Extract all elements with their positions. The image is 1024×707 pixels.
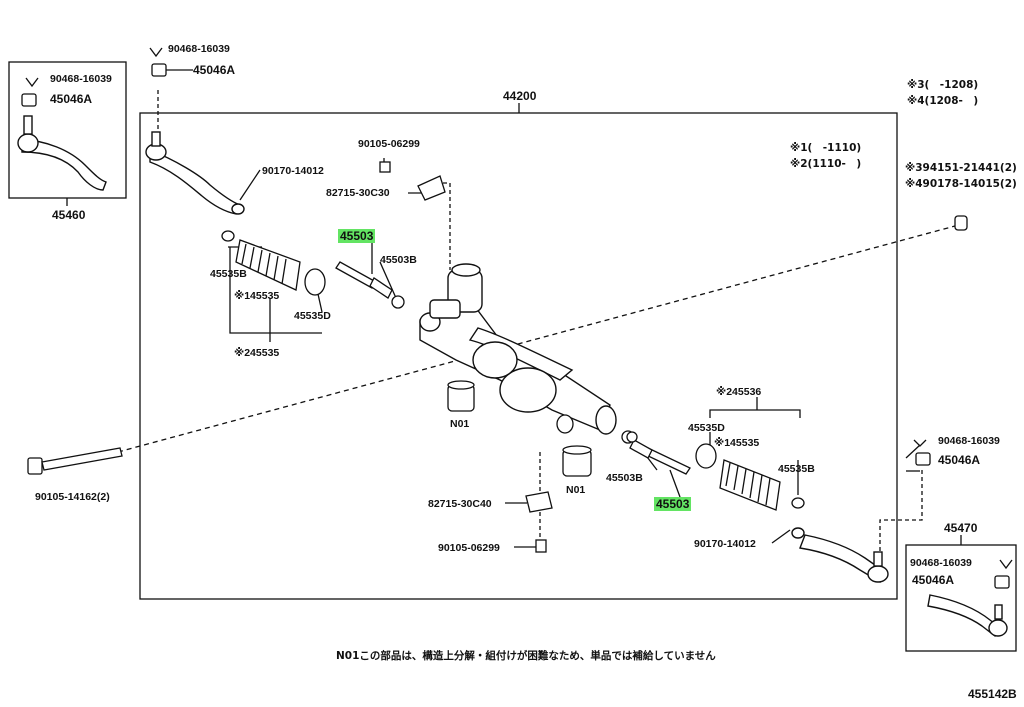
label-45535b-right: 45535B [778, 463, 815, 475]
label-90105-bottom: 90105-06299 [438, 542, 500, 554]
diagram-id: 455142B [968, 687, 1017, 701]
label-45535d-right: 45535D [688, 422, 725, 434]
label-245535-left: ※245535 [234, 347, 280, 359]
label-inset-left-bolt: 90468-16039 [50, 73, 112, 85]
label-inset-left-title: 45460 [52, 208, 86, 222]
label-45535d-left: 45535D [294, 310, 331, 322]
boot-right [695, 443, 805, 511]
bushing-left [447, 380, 475, 412]
legend-r4: ※4(1208- ) [907, 95, 979, 107]
label-245536-right: ※245536 [716, 386, 762, 398]
inner-tie-rod-left [335, 261, 405, 309]
label-90105-long: 90105-14162(2) [35, 491, 110, 503]
nut-top [151, 63, 167, 77]
label-45503b-right: 45503B [606, 472, 643, 484]
label-82715-top: 82715-30C30 [326, 187, 390, 199]
legend-r1: ※1( -1110) [790, 142, 862, 154]
tie-rod-end-inset-right [927, 594, 1008, 638]
label-45535b-left: 45535B [210, 268, 247, 280]
label-45503b-left: 45503B [380, 254, 417, 266]
label-inset-right-title: 45470 [944, 521, 978, 535]
nut-inset-left [21, 93, 37, 107]
label-45503-right: 45503 [654, 497, 692, 511]
long-bolt [27, 447, 123, 475]
legend-r6: ※490178-14015(2) [905, 178, 1017, 190]
label-n01-right: N01 [566, 484, 586, 496]
label-top-nut: 45046A [193, 63, 236, 77]
label-inset-right-bolt: 90468-16039 [910, 557, 972, 569]
label-145535-right: ※145535 [714, 437, 760, 449]
tie-rod-end-right [791, 527, 889, 583]
bushing-right [562, 445, 592, 477]
label-n01-left: N01 [450, 418, 470, 430]
boot-left [221, 230, 326, 296]
label-45503-left: 45503 [338, 229, 376, 243]
label-82715-bottom: 82715-30C40 [428, 498, 492, 510]
label-right-nut: 45046A [938, 453, 981, 467]
bracket-top [417, 175, 446, 201]
label-inset-right-nut: 45046A [912, 573, 955, 587]
label-90170-left: 90170-14012 [262, 165, 324, 177]
label-right-bolt: 90468-16039 [938, 435, 1000, 447]
nut-right [915, 452, 931, 466]
bolt-top [379, 161, 391, 173]
label-145535-left: ※145535 [234, 290, 280, 302]
legend-r3: ※3( -1208) [907, 79, 979, 91]
nut-inset-right [994, 575, 1010, 589]
label-90170-right: 90170-14012 [694, 538, 756, 550]
bolt-bottom [535, 539, 547, 553]
label-90105-top: 90105-06299 [358, 138, 420, 150]
washer-right [954, 215, 968, 231]
legend-r5: ※394151-21441(2) [905, 162, 1017, 174]
footnote: N01この部品は、構造上分解・組付けが困難なため、単品では補給していません [336, 650, 716, 662]
tie-rod-end-left [145, 131, 245, 215]
bracket-bottom [525, 491, 553, 513]
label-top-bolt: 90468-16039 [168, 43, 230, 55]
tie-rod-end-inset-left [17, 115, 107, 191]
label-inset-left-nut: 45046A [50, 92, 93, 106]
long-bolt-guide [117, 225, 956, 453]
legend-r2: ※2(1110- ) [790, 158, 862, 170]
label-assembly: 44200 [503, 89, 537, 103]
rack-housing [419, 263, 617, 435]
